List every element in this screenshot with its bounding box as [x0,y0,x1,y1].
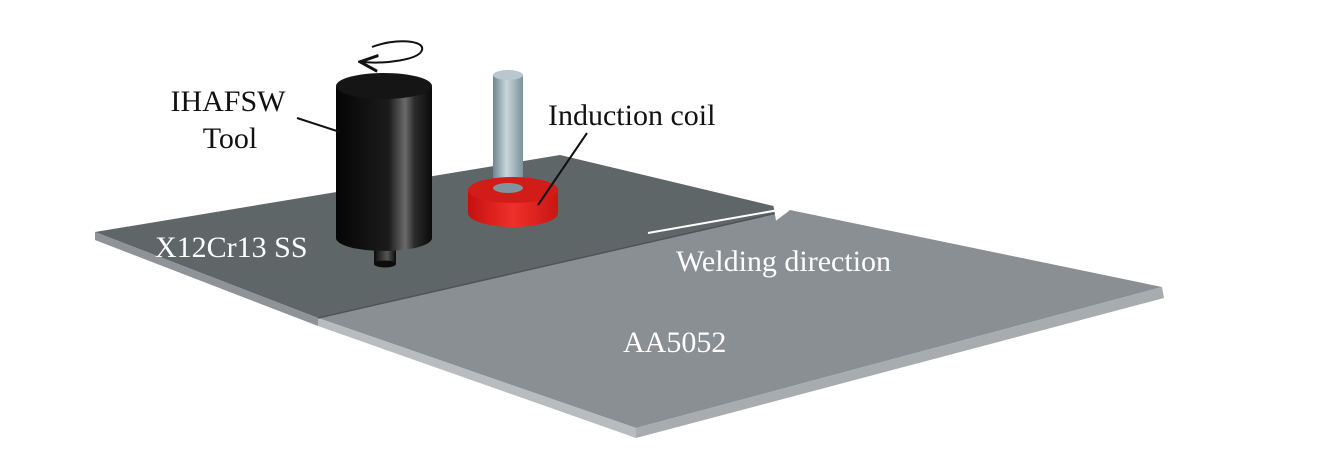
ihafsw-tool [336,73,432,268]
coil-rod-top [493,70,523,80]
tool-label-line2: Tool [203,122,258,155]
aluminum-plate-front-edge [318,318,636,438]
steel-plate [95,155,790,326]
steel-plate-top [95,155,790,318]
induction-coil [468,70,558,227]
steel-label: X12Cr13 SS [155,231,308,264]
tool-shoulder-body [336,86,432,251]
direction-label: Welding direction [676,245,891,278]
tool-leader-line [296,117,341,133]
steel-plate-front-edge [95,232,318,326]
coil-rod-base [493,183,523,193]
coil-rod [493,75,523,195]
weld-seam [317,209,791,319]
tool-label-line1: IHAFSW [170,85,286,118]
aluminum-plate-side-edge [636,287,1164,438]
welding-direction-arrow-icon [647,200,794,234]
aluminum-plate [318,210,1164,438]
rotation-arrow-icon [362,40,424,62]
coil-label: Induction coil [548,99,715,132]
tool-pin-tip [374,260,396,268]
tool-top [336,73,432,99]
coil-leader-line [537,132,588,206]
aluminum-label: AA5052 [623,326,726,359]
aluminum-plate-top [318,210,1162,428]
